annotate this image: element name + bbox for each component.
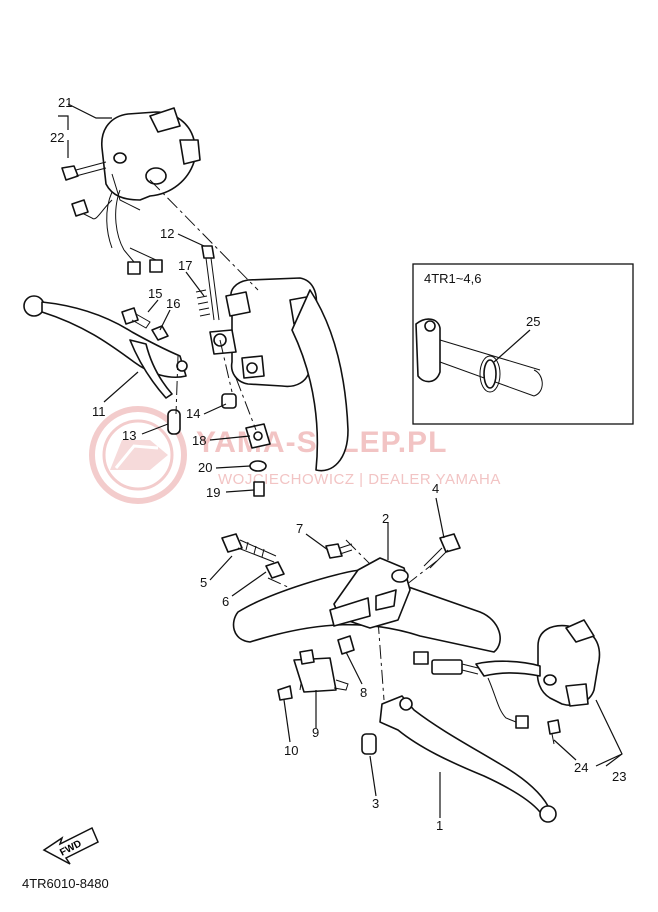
callout-9: 9 bbox=[312, 725, 319, 740]
callout-22: 22 bbox=[50, 130, 64, 145]
leader-lines bbox=[58, 103, 623, 818]
callout-16: 16 bbox=[166, 296, 180, 311]
inset-title: 4TR1~4,6 bbox=[424, 271, 481, 286]
callout-13: 13 bbox=[122, 428, 136, 443]
callout-23: 23 bbox=[612, 769, 626, 784]
callout-4: 4 bbox=[432, 481, 439, 496]
fwd-arrow-icon: FWD bbox=[42, 826, 99, 865]
callout-11: 11 bbox=[92, 404, 106, 419]
callout-labels: 21 22 12 17 15 16 11 13 14 18 20 19 25 4… bbox=[50, 95, 626, 833]
callout-24: 24 bbox=[574, 760, 588, 775]
callout-8: 8 bbox=[360, 685, 367, 700]
diagram-code: 4TR6010-8480 bbox=[22, 876, 109, 891]
callout-1: 1 bbox=[436, 818, 443, 833]
callout-3: 3 bbox=[372, 796, 379, 811]
callout-2: 2 bbox=[382, 511, 389, 526]
handlebar-switch-lower bbox=[475, 619, 601, 745]
clutch-assembly bbox=[221, 533, 557, 823]
watermark-subtitle: WOJCIECHOWICZ | DEALER YAMAHA bbox=[218, 471, 501, 488]
callout-6: 6 bbox=[222, 594, 229, 609]
callout-14: 14 bbox=[186, 406, 200, 421]
callout-7: 7 bbox=[296, 521, 303, 536]
callout-5: 5 bbox=[200, 575, 207, 590]
callout-20: 20 bbox=[198, 460, 212, 475]
callout-15: 15 bbox=[148, 286, 162, 301]
callout-10: 10 bbox=[284, 743, 298, 758]
callout-18: 18 bbox=[192, 433, 206, 448]
callout-12: 12 bbox=[160, 226, 174, 241]
callout-17: 17 bbox=[178, 258, 192, 273]
watermark-logo bbox=[89, 406, 187, 504]
callout-19: 19 bbox=[206, 485, 220, 500]
callout-21: 21 bbox=[58, 95, 72, 110]
callout-25: 25 bbox=[526, 314, 540, 329]
master-cylinder bbox=[121, 245, 349, 497]
brake-lever-upper bbox=[23, 295, 188, 435]
inset-panel: 4TR1~4,6 bbox=[412, 263, 634, 425]
handlebar-switch-upper bbox=[61, 107, 201, 275]
